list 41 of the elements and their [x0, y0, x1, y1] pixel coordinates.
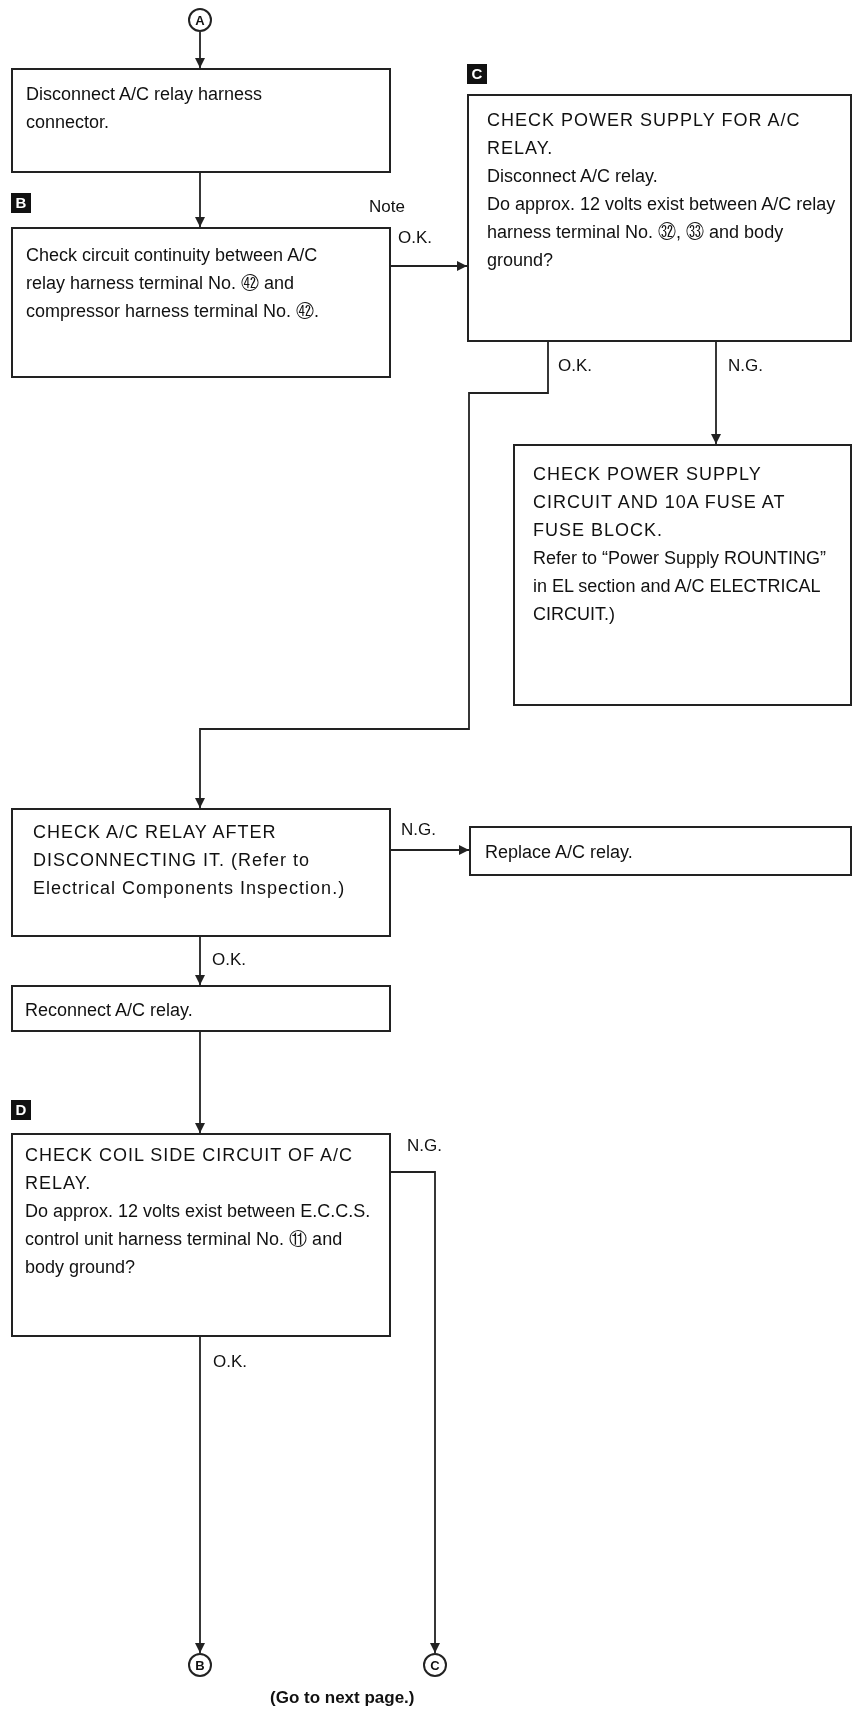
arrow [711, 341, 721, 445]
step-heading: CHECK A/C RELAY AFTER DISCONNECTING IT. (Refer to Electrical Components Inspection.) [33, 821, 347, 900]
process-box [11, 1133, 391, 1337]
arrow [390, 845, 470, 855]
arrow [390, 1171, 440, 1654]
process-box [11, 227, 391, 378]
step-heading: CHECK COIL SIDE CIRCUIT OF A/C RELAY. [25, 1144, 355, 1195]
step-text: Do approx. 12 volts exist between A/C relay harness terminal No. ㉜, ㉝ and body ground? [487, 193, 836, 272]
connector-letter: C [430, 1658, 440, 1672]
step-text: Do approx. 12 volts exist between E.C.C.S. control unit harness terminal No. ⑪ and body ground? [25, 1200, 372, 1279]
process-box [11, 68, 391, 173]
process-box [11, 985, 391, 1032]
process-box [513, 444, 852, 706]
step-letter: C [467, 64, 487, 84]
connector-circle [423, 1653, 447, 1677]
footer-note: (Go to next page.) [270, 1688, 415, 1708]
step-text: Disconnect A/C relay harness connector. [26, 83, 264, 134]
arrow [195, 1336, 205, 1654]
connector-circle [188, 1653, 212, 1677]
arrow [195, 341, 549, 809]
step-heading: CHECK POWER SUPPLY CIRCUIT AND 10A FUSE AT FUSE BLOCK. [533, 463, 787, 542]
arrow [195, 31, 205, 69]
connector-letter: A [195, 13, 205, 27]
arrow [390, 261, 468, 271]
arrow [195, 1031, 205, 1134]
connector-circle [188, 8, 212, 32]
step-text: Disconnect A/C relay. [487, 165, 659, 188]
process-box [11, 808, 391, 937]
step-text: Reconnect A/C relay. [25, 999, 194, 1022]
step-text: Check circuit continuity between A/C relay harness terminal No. ㊷ and compressor harness terminal No. ㊷. [26, 244, 321, 323]
step-heading: CHECK POWER SUPPLY FOR A/C RELAY. [487, 109, 802, 160]
connector-letter: B [195, 1658, 205, 1672]
step-text: Replace A/C relay. [485, 841, 634, 864]
note-label: Note [369, 197, 405, 217]
process-box [469, 826, 852, 876]
step-text: Refer to “Power Supply ROUNTING” in EL section and A/C ELECTRICAL CIRCUIT.) [533, 547, 828, 626]
step-letter: B [11, 193, 31, 213]
arrow [195, 172, 205, 228]
arrow [195, 936, 205, 986]
process-box [467, 94, 852, 342]
step-letter: D [11, 1100, 31, 1120]
